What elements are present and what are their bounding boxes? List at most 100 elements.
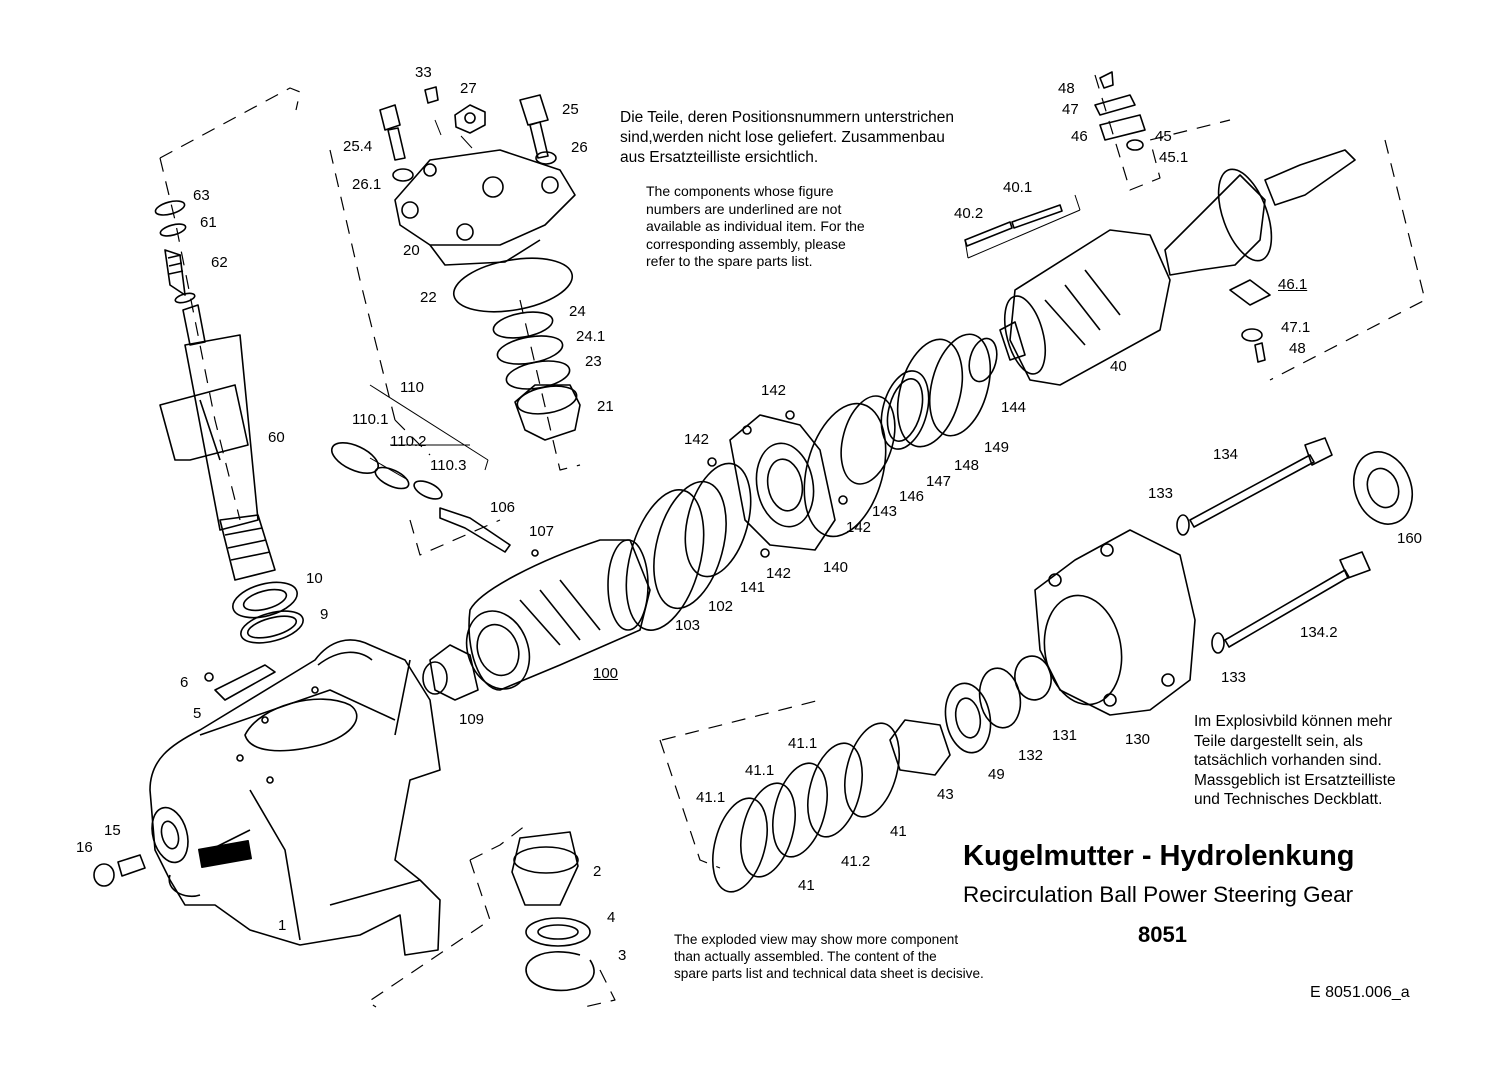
part-label: 48 [1058,80,1075,97]
model-number: 8051 [1138,922,1187,947]
part-label: 134 [1213,446,1239,463]
o-rings-valve [625,462,752,631]
note-explode-de: Im Explosivbild können mehr Teile darges… [1194,713,1396,809]
small-parts-upper-right [1094,71,1271,363]
part-label: 100 [593,665,619,682]
part-label: 110.3 [430,457,467,474]
part-label: 23 [585,353,602,370]
part-label: 133 [1221,669,1247,686]
part-label: 3 [618,947,627,964]
bearing-2-set [511,831,595,992]
sector-shaft-60 [154,200,304,644]
part-label: 24.1 [576,328,606,345]
o-rings-piston [803,333,998,538]
part-label: 4 [607,909,616,926]
chain-110 [330,442,539,557]
part-label: 41 [890,823,907,840]
part-label: 47 [1062,101,1079,118]
part-label: 60 [268,429,285,446]
part-label: 61 [200,214,217,231]
top-cover-20 [379,86,581,441]
title-english: Recirculation Ball Power Steering Gear [963,882,1354,907]
part-label: 2 [593,863,602,880]
end-cover-140 [707,410,848,558]
bearing-housing-130 [712,529,1196,893]
part-label: 144 [1001,399,1027,416]
part-label: 146 [899,488,925,505]
part-label: 110 [400,379,424,396]
part-label: 27 [460,80,477,97]
part-label: 26.1 [352,176,382,193]
part-label: 62 [211,254,228,271]
note-underline-de: Die Teile, deren Positionsnummern unters… [620,109,954,166]
part-label: 131 [1052,727,1078,744]
part-label: 103 [675,617,701,634]
part-label: 9 [320,606,329,623]
part-label: 45 [1155,128,1172,145]
part-label: 142 [684,431,710,448]
part-label: 107 [529,523,555,540]
part-label: 160 [1397,530,1423,547]
part-label: 48 [1289,340,1306,357]
part-label: 134.2 [1300,624,1338,641]
part-label: 10 [306,570,323,587]
document-id: E 8051.006_a [1310,984,1410,1001]
part-label: 45.1 [1159,149,1189,166]
part-label: 40.2 [954,205,984,222]
group-brackets [159,74,1426,1009]
part-label: 21 [597,398,614,415]
valve-body-100 [422,539,651,701]
part-label: 130 [1125,731,1151,748]
small-parts-lower-left [93,664,276,887]
part-label: 16 [76,839,93,856]
part-label: 41.1 [745,762,775,779]
part-label: 41.1 [788,735,818,752]
part-label: 24 [569,303,586,320]
part-label: 1 [278,917,287,934]
part-label: 109 [459,711,485,728]
part-label: 142 [846,519,872,536]
part-label: 43 [937,786,954,803]
part-label: 106 [490,499,516,516]
part-label: 26 [571,139,588,156]
part-label: 5 [193,705,202,722]
part-label: 110.1 [352,411,389,428]
leader-lines [369,119,1081,481]
part-label: 142 [761,382,787,399]
part-label: 22 [420,289,437,306]
part-label: 46 [1071,128,1088,145]
part-label: 102 [708,598,734,615]
bolts-134 [1176,437,1413,654]
part-label: 110.2 [390,433,427,450]
part-label: 20 [403,242,420,259]
part-label: 15 [104,822,121,839]
part-label: 41 [798,877,815,894]
part-label: 41.1 [696,789,726,806]
part-label: 6 [180,674,189,691]
part-label: 132 [1018,747,1044,764]
part-label: 25 [562,101,579,118]
part-label: 25.4 [343,138,373,155]
part-label: 41.2 [841,853,871,870]
part-label: 47.1 [1281,319,1311,336]
part-label: 143 [872,503,898,520]
part-label: 40.1 [1003,179,1033,196]
ball-nut-40 [964,149,1356,386]
part-label: 33 [415,64,432,81]
part-label: 63 [193,187,210,204]
part-label: 140 [823,559,849,576]
part-label: 149 [984,439,1010,456]
part-label: 46.1 [1278,276,1308,293]
part-label: 141 [740,579,766,596]
note-explode-en: The exploded view may show more componen… [674,932,984,981]
part-label: 148 [954,457,980,474]
part-label: 133 [1148,485,1174,502]
part-label: 147 [926,473,952,490]
part-label: 40 [1110,358,1127,375]
title-german: Kugelmutter - Hydrolenkung [963,840,1355,872]
note-underline-en: The components whose figure numbers are … [646,183,865,269]
housing-1 [149,639,441,956]
part-label: 49 [988,766,1005,783]
part-label: 142 [766,565,792,582]
